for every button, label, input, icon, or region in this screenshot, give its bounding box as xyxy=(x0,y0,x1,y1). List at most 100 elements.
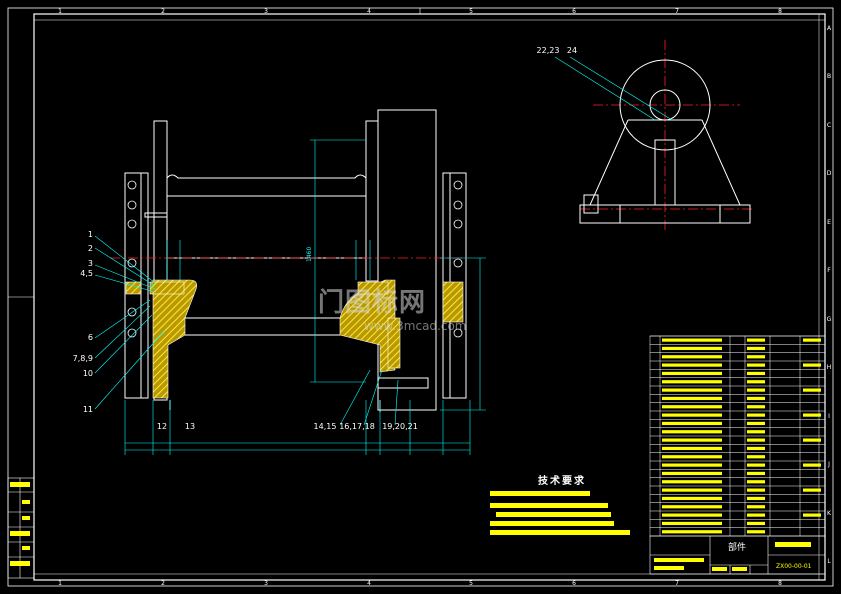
parts-table-cell-text xyxy=(662,513,722,517)
callout-13: 13 xyxy=(185,422,195,431)
parts-table-cell-text xyxy=(747,521,765,526)
callout-19-20-21: 19,20,21 xyxy=(382,422,418,431)
parts-table-cell-text xyxy=(747,380,765,384)
parts-table-cell-text xyxy=(747,455,765,459)
parts-table-cell-text xyxy=(747,346,765,351)
callouts-top: 22,23 24 xyxy=(537,46,578,55)
grid-col-top-7: 7 xyxy=(675,8,679,15)
grid-row-F: F xyxy=(827,267,831,274)
title-block-part-label: 部件 xyxy=(728,541,746,553)
parts-table-cell-text xyxy=(747,513,765,517)
grid-row-B: B xyxy=(827,73,831,80)
parts-table-cell-text xyxy=(803,488,821,492)
parts-table-cell-text xyxy=(662,463,722,467)
parts-table-cell-text xyxy=(662,421,722,426)
parts-table-cell-text xyxy=(662,338,722,342)
grid-col-bottom-2: 2 xyxy=(161,580,165,587)
parts-table-cell-text xyxy=(662,446,722,451)
parts-list-table xyxy=(649,335,826,537)
grid-row-H: H xyxy=(827,364,832,371)
parts-table-cell-text xyxy=(747,405,765,409)
grid-col-top-4: 4 xyxy=(367,8,371,15)
grid-col-bottom-3: 3 xyxy=(264,580,268,587)
callout-14-15: 14,15 xyxy=(314,422,337,431)
parts-table-cell-text xyxy=(662,396,722,401)
parts-table-cell-text xyxy=(662,405,722,409)
parts-table-cell-text xyxy=(662,455,722,459)
centerlines xyxy=(110,40,755,259)
grid-row-G: G xyxy=(827,316,832,323)
parts-table-cell-text xyxy=(803,438,821,442)
grid-row-A: A xyxy=(827,25,832,32)
grid-row-I: I xyxy=(828,413,830,420)
grid-row-E: E xyxy=(827,219,831,226)
callout-24: 24 xyxy=(567,46,577,55)
parts-table-cell-text xyxy=(747,471,765,476)
parts-table-cell-text xyxy=(662,438,722,442)
parts-table-cell-text xyxy=(662,346,722,351)
parts-table-cell-text xyxy=(747,496,765,501)
parts-table-cell-text xyxy=(747,438,765,442)
parts-table-cell-text xyxy=(662,413,722,417)
parts-table-cell-text xyxy=(662,505,722,509)
parts-table-cell-text xyxy=(662,471,722,476)
parts-table-cell-text xyxy=(747,413,765,417)
tech-requirements-title: 技术要求 xyxy=(538,474,586,487)
grid-col-bottom-7: 7 xyxy=(675,580,679,587)
parts-table-cell-text xyxy=(803,388,821,392)
callout-7-8-9: 7,8,9 xyxy=(73,354,93,363)
parts-table-cell-text xyxy=(747,388,765,392)
callout-22-23: 22,23 xyxy=(537,46,560,55)
title-block: 部件 ZX00-00-01 xyxy=(649,535,826,575)
main-view-drum xyxy=(124,109,467,412)
callout-11: 11 xyxy=(83,405,93,414)
parts-table-cell-text xyxy=(747,371,765,376)
parts-table-cell-text xyxy=(803,513,821,517)
parts-table-cell-text xyxy=(662,430,722,434)
parts-table-cell-text xyxy=(747,338,765,342)
parts-table-cell-text xyxy=(662,355,722,359)
parts-table-cell-text xyxy=(662,480,722,484)
parts-table-cell-text xyxy=(747,446,765,451)
parts-table-cell-text xyxy=(662,521,722,526)
callout-1: 1 xyxy=(88,230,93,239)
parts-table-cell-text xyxy=(747,530,765,534)
callout-10: 10 xyxy=(83,369,93,378)
grid-col-top-2: 2 xyxy=(161,8,165,15)
tech-requirements: 技术要求 xyxy=(490,474,630,535)
parts-table-cell-text xyxy=(662,388,722,392)
callout-4-5: 4,5 xyxy=(80,269,93,278)
parts-table-cell-text xyxy=(747,488,765,492)
parts-table-cell-text xyxy=(803,463,821,467)
callout-12: 12 xyxy=(157,422,167,431)
grid-col-bottom-4: 4 xyxy=(367,580,371,587)
dimension-1460: 1460 xyxy=(306,247,313,262)
grid-row-C: C xyxy=(827,122,831,129)
section-hatching xyxy=(125,279,464,399)
grid-row-J: J xyxy=(827,461,830,468)
parts-table-cell-text xyxy=(803,363,821,367)
grid-col-bottom-6: 6 xyxy=(572,580,576,587)
grid-col-top-8: 8 xyxy=(778,8,782,15)
parts-table-cell-text xyxy=(803,338,821,342)
parts-table-cell-text xyxy=(747,505,765,509)
parts-table-cell-text xyxy=(747,355,765,359)
grid-col-top-6: 6 xyxy=(572,8,576,15)
callout-2: 2 xyxy=(88,244,93,253)
grid-col-bottom-5: 5 xyxy=(469,580,473,587)
parts-table-cell-text xyxy=(747,363,765,367)
parts-table-cell-text xyxy=(662,488,722,492)
parts-table-cell-text xyxy=(662,530,722,534)
dimension-lines xyxy=(124,139,486,455)
parts-table-cell-text xyxy=(747,421,765,426)
callout-6: 6 xyxy=(88,333,93,342)
watermark: 门图标网 www.3mcad.com xyxy=(318,282,467,333)
callout-leaders xyxy=(94,56,673,426)
grid-row-D: D xyxy=(827,170,832,177)
grid-col-top-1: 1 xyxy=(58,8,62,15)
parts-table-cell-text xyxy=(662,363,722,367)
